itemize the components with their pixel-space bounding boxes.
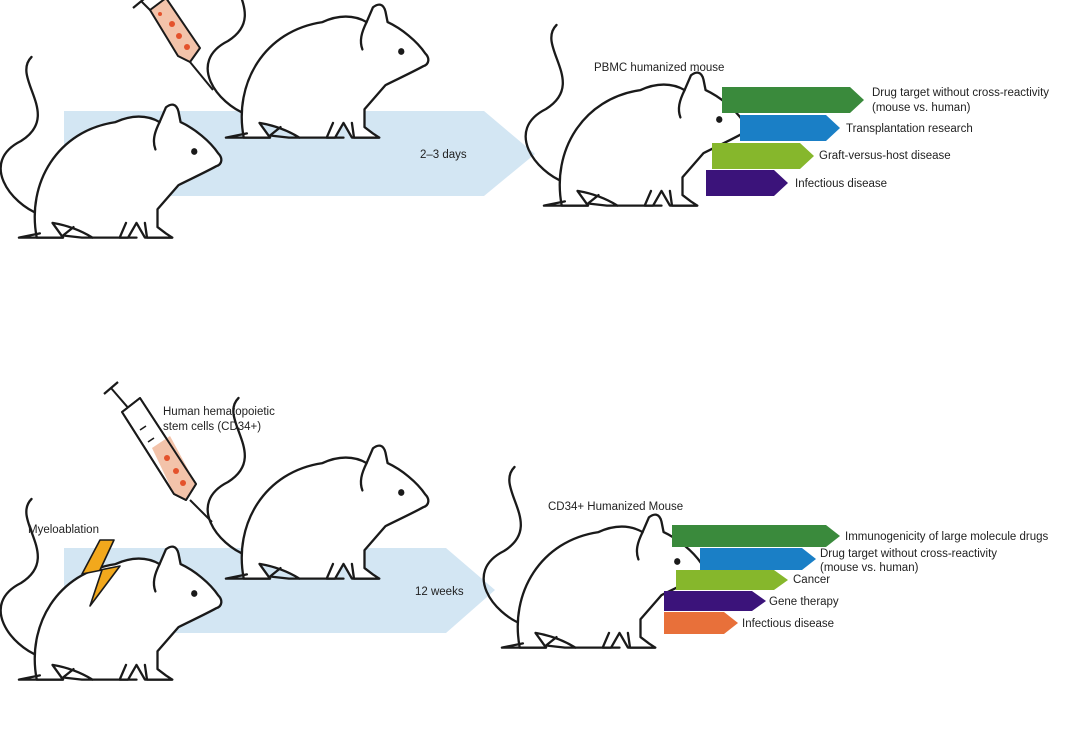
application-arrow [664,612,738,634]
application-arrow [712,143,814,169]
cd34-duration-label: 12 weeks [415,586,464,598]
application-label: (mouse vs. human) [872,102,971,114]
application-label: Drug target without cross-reactivity [820,548,997,560]
application-label: Gene therapy [769,596,839,608]
application-label: (mouse vs. human) [820,562,919,574]
syringe-icon [132,0,214,91]
application-label: Infectious disease [795,178,887,190]
application-arrow [664,591,766,611]
pbmc-duration-label: 2–3 days [420,149,467,161]
cd34-injection-label: stem cells (CD34+) [163,421,261,433]
application-label: Infectious disease [742,618,834,630]
application-arrow [676,570,788,590]
application-label: Graft-versus-host disease [819,150,951,162]
cd34-model-label: CD34+ Humanized Mouse [548,501,683,513]
cd34-injection-label: Human hematopoietic [163,406,275,418]
application-arrow [700,548,816,570]
application-arrow [722,87,864,113]
application-label: Transplantation research [846,123,973,135]
mouse-icon [0,55,223,239]
myeloablation-label: Myeloablation [28,524,99,536]
application-label: Immunogenicity of large molecule drugs [845,531,1049,543]
application-arrow [672,525,840,547]
lightning-bolt-icon [81,539,121,607]
application-label: Drug target without cross-reactivity [872,87,1049,99]
application-arrow [706,170,788,196]
application-label: Cancer [793,574,830,586]
application-arrow [740,115,840,141]
pbmc-model-label: PBMC humanized mouse [594,62,724,74]
syringe-icon [103,381,213,523]
